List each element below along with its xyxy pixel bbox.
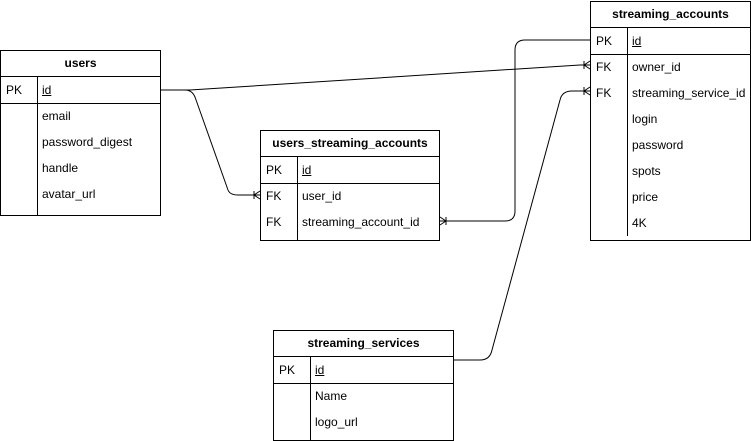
field-name: streaming_account_id bbox=[302, 215, 420, 229]
key-badge: PK bbox=[279, 363, 296, 377]
field-name: handle bbox=[42, 161, 79, 175]
relationship-service-account bbox=[454, 90, 590, 361]
table-row: 4K bbox=[591, 210, 750, 236]
field-name: Name bbox=[315, 389, 348, 403]
field-name: price bbox=[632, 190, 659, 204]
column-divider bbox=[310, 357, 311, 440]
crows-foot-user-id-icon bbox=[253, 190, 261, 200]
table-row: password bbox=[591, 132, 750, 158]
table-row: FK streaming_account_id bbox=[261, 209, 439, 235]
key-badge: FK bbox=[596, 86, 612, 100]
entity-streaming-accounts[interactable]: streaming_accounts PK id FK owner_id FK … bbox=[590, 1, 751, 241]
table-row: spots bbox=[591, 158, 750, 184]
relationship-account-join bbox=[440, 39, 590, 222]
field-name: user_id bbox=[302, 189, 342, 203]
field-name: email bbox=[42, 109, 71, 123]
entity-title: streaming_services bbox=[274, 331, 453, 357]
key-badge: PK bbox=[6, 83, 23, 97]
key-badge: FK bbox=[266, 215, 282, 229]
table-row: price bbox=[591, 184, 750, 210]
key-badge: PK bbox=[596, 34, 613, 48]
column-divider bbox=[37, 77, 38, 215]
table-row: FK user_id bbox=[261, 183, 439, 209]
entity-streaming-services[interactable]: streaming_services PK id Name logo_url bbox=[273, 330, 454, 441]
key-badge: FK bbox=[266, 189, 282, 203]
table-row: PK id bbox=[591, 28, 750, 55]
field-name: avatar_url bbox=[42, 187, 96, 201]
field-name: id bbox=[315, 363, 325, 377]
crows-foot-streaming-account-id-icon bbox=[439, 216, 447, 226]
table-row: email bbox=[1, 103, 160, 129]
entity-title: users bbox=[1, 51, 160, 77]
table-row: FK owner_id bbox=[591, 54, 750, 80]
table-row: PK id bbox=[261, 157, 439, 184]
table-row: logo_url bbox=[274, 409, 453, 435]
table-row: avatar_url bbox=[1, 181, 160, 207]
table-row: PK id bbox=[274, 357, 453, 384]
field-name: 4K bbox=[632, 216, 647, 230]
entity-users[interactable]: users PK id email password_digest handle… bbox=[0, 50, 161, 216]
field-name: login bbox=[632, 112, 658, 126]
field-name: streaming_service_id bbox=[632, 86, 746, 100]
relationship-users-user-id bbox=[161, 89, 260, 196]
entity-title: users_streaming_accounts bbox=[261, 131, 439, 157]
column-divider bbox=[627, 28, 628, 236]
crows-foot-owner-id-icon bbox=[583, 60, 591, 70]
field-name: id bbox=[632, 34, 642, 48]
table-row: FK streaming_service_id bbox=[591, 80, 750, 106]
table-row: login bbox=[591, 106, 750, 132]
crows-foot-streaming-service-id-icon bbox=[583, 86, 591, 96]
table-row: Name bbox=[274, 383, 453, 409]
table-row: password_digest bbox=[1, 129, 160, 155]
key-badge: FK bbox=[596, 60, 612, 74]
field-name: logo_url bbox=[315, 415, 358, 429]
entity-users-streaming-accounts[interactable]: users_streaming_accounts PK id FK user_i… bbox=[260, 130, 440, 241]
table-row: PK id bbox=[1, 77, 160, 104]
field-name: id bbox=[42, 83, 52, 97]
field-name: owner_id bbox=[632, 60, 681, 74]
entity-title: streaming_accounts bbox=[591, 2, 750, 28]
column-divider bbox=[297, 157, 298, 240]
field-name: spots bbox=[632, 164, 661, 178]
field-name: id bbox=[302, 163, 312, 177]
table-row: handle bbox=[1, 155, 160, 181]
key-badge: PK bbox=[266, 163, 283, 177]
field-name: password bbox=[632, 138, 684, 152]
relationship-users-owner bbox=[161, 64, 590, 91]
field-name: password_digest bbox=[42, 135, 133, 149]
